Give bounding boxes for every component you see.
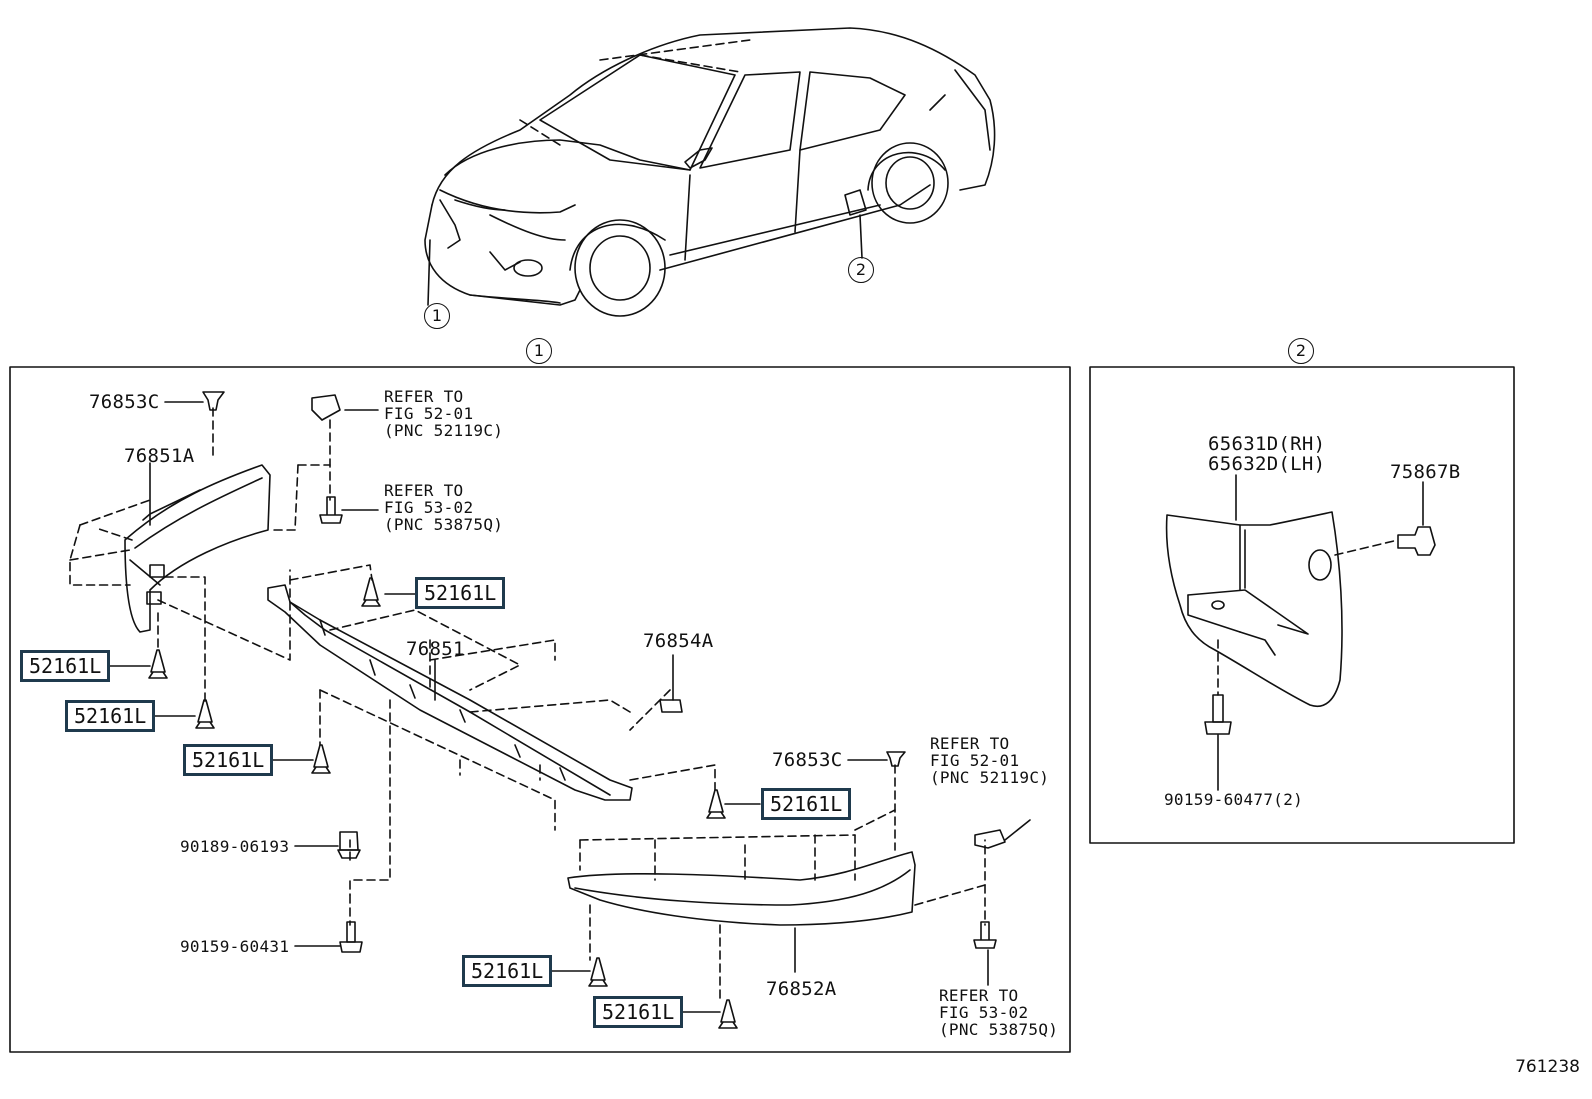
reference-note-fig52-right: REFER TO FIG 52-01 (PNC 52119C): [930, 734, 1050, 787]
part-box-52161l-5[interactable]: 52161L: [761, 788, 852, 820]
part-box-52161l-7[interactable]: 52161L: [593, 996, 684, 1028]
reference-note-fig53-top: REFER TO FIG 53-02 (PNC 53875Q): [384, 481, 504, 534]
part-number-65632d-lh: 65632D(LH): [1208, 453, 1326, 475]
spoiler-strip-part: [267, 584, 633, 801]
part-number-76851: 76851: [406, 638, 465, 660]
part-box-52161l-1[interactable]: 52161L: [415, 577, 506, 609]
part-number-90159-60477: 90159-60477(2): [1164, 790, 1304, 809]
part-box-52161l-6[interactable]: 52161L: [462, 955, 553, 987]
reference-note-fig53-bottom: REFER TO FIG 53-02 (PNC 53875Q): [939, 986, 1059, 1039]
figure-number: 761238: [1515, 1057, 1580, 1077]
part-number-76853c-right: 76853C: [772, 749, 843, 771]
callout-2-car: 2: [848, 257, 874, 283]
callout-1-car: 1: [424, 303, 450, 329]
part-number-75867b: 75867B: [1390, 461, 1461, 483]
part-number-76853c-top: 76853C: [89, 391, 160, 413]
callout-2-panel: 2: [1288, 338, 1314, 364]
part-number-90189-06193: 90189-06193: [180, 837, 290, 856]
callout-1-panel: 1: [526, 338, 552, 364]
part-box-52161l-3[interactable]: 52161L: [65, 700, 156, 732]
clip-fasteners: [148, 391, 1006, 1029]
part-number-65631d-rh: 65631D(RH): [1208, 433, 1326, 455]
part-box-52161l-2[interactable]: 52161L: [20, 650, 111, 682]
part-number-76851a: 76851A: [124, 445, 195, 467]
mud-guard-fasteners: [1204, 526, 1436, 735]
reference-note-fig52-top: REFER TO FIG 52-01 (PNC 52119C): [384, 387, 504, 440]
part-box-52161l-4[interactable]: 52161L: [183, 744, 274, 776]
mud-guard-part: [1165, 511, 1343, 707]
leader-lines: [109, 401, 1031, 1013]
spoiler-lip-part: [567, 851, 916, 926]
spoiler-corner-part: [124, 464, 271, 633]
part-number-76852a: 76852A: [766, 978, 837, 1000]
panel1-frame: [9, 366, 1071, 1053]
part-number-90159-60431: 90159-60431: [180, 937, 290, 956]
car-illustration: [424, 27, 996, 317]
panel2-frame: [1089, 366, 1515, 844]
part-number-76854a: 76854A: [643, 630, 714, 652]
